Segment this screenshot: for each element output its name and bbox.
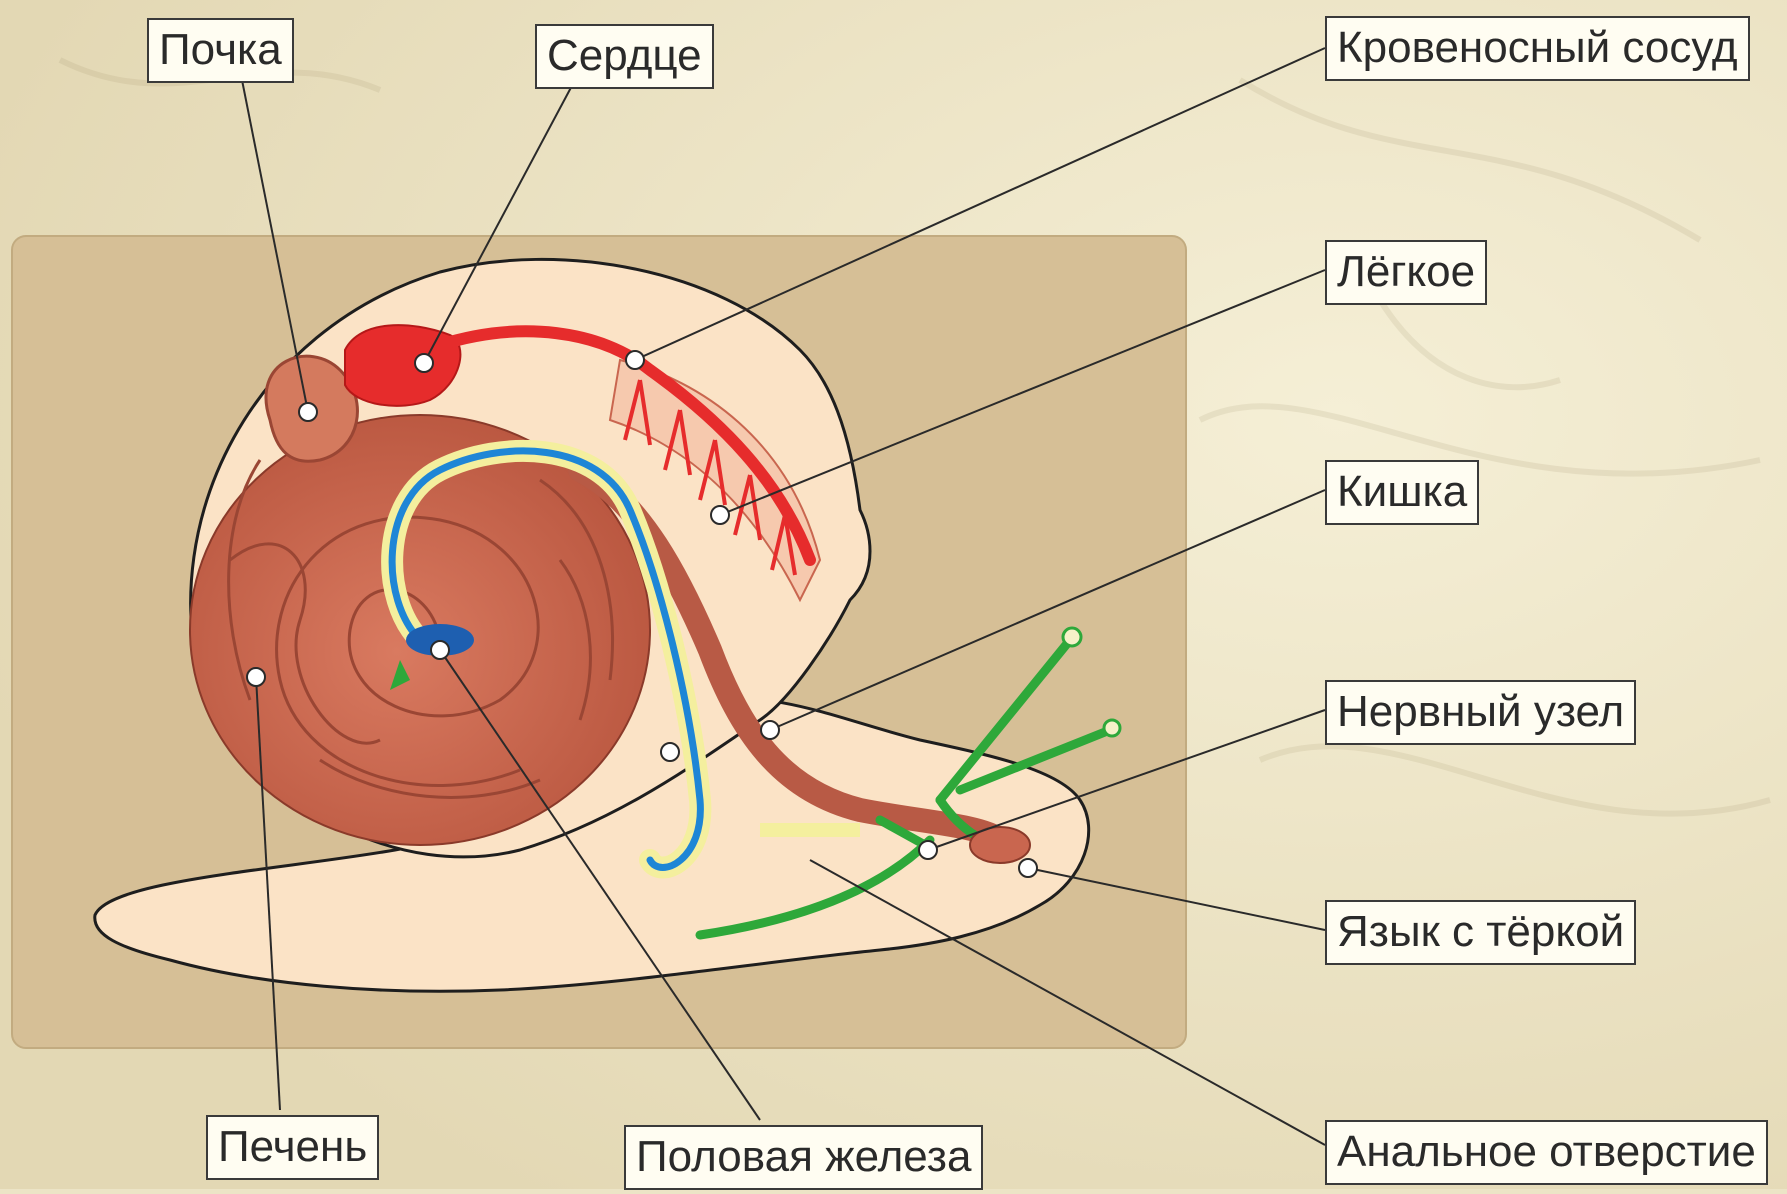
marker-blood-vessel (626, 351, 644, 369)
label-blood-vessel: Кровеносный сосуд (1325, 16, 1750, 81)
label-liver: Печень (206, 1115, 379, 1180)
label-lung: Лёгкое (1325, 240, 1487, 305)
label-anus: Анальное отверстие (1325, 1120, 1768, 1185)
marker-liver (247, 668, 265, 686)
label-gonad: Половая железа (624, 1125, 983, 1190)
marker-intestine (761, 721, 779, 739)
label-tongue-radula: Язык с тёркой (1325, 900, 1636, 965)
tentacle-tip-1 (1063, 628, 1081, 646)
label-kidney: Почка (147, 18, 294, 83)
marker-nerve-ganglion (919, 841, 937, 859)
label-nerve-ganglion: Нервный узел (1325, 680, 1636, 745)
label-heart: Сердце (535, 24, 714, 89)
marker-heart (415, 354, 433, 372)
marker-gonad (431, 641, 449, 659)
marker-tongue (1019, 859, 1037, 877)
marker-anus (661, 743, 679, 761)
label-intestine: Кишка (1325, 460, 1479, 525)
tentacle-tip-2 (1104, 720, 1120, 736)
marker-lung (711, 506, 729, 524)
marker-kidney (299, 403, 317, 421)
